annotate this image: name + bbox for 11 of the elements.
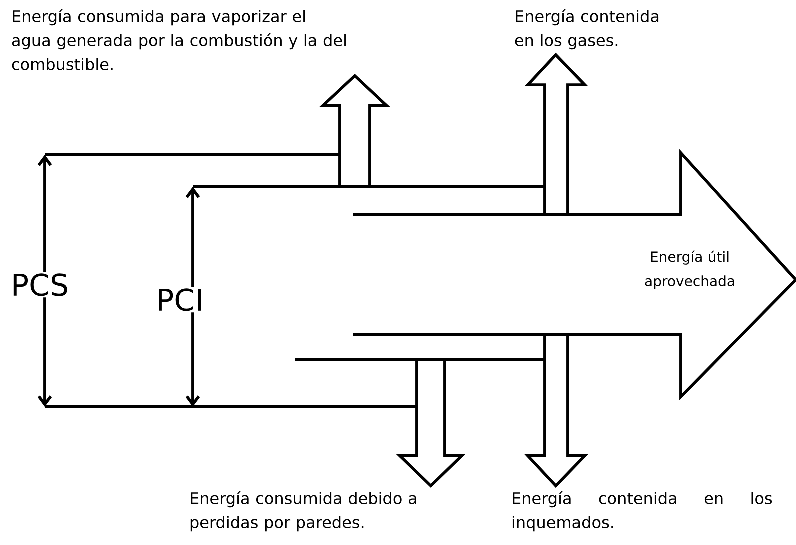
- block-arrow: [319, 74, 391, 188]
- block-arrow: [396, 358, 466, 488]
- dimension-label: PCI: [154, 287, 206, 313]
- dimension-label: PCS: [10, 272, 70, 298]
- energy-text: Energía consumida para vaporizar el agua generada por la combustión y la del combustible.: [12, 9, 346, 70]
- flow-label: Energía útil aprovechada: [645, 250, 734, 290]
- energy-text: Energía consumida debido a perdidas por paredes.: [190, 491, 416, 532]
- block-arrow: [524, 52, 588, 216]
- energy-text: Energía contenida en los inquemados.: [512, 491, 772, 532]
- block-arrow: [524, 334, 588, 488]
- energy-text: Energía contenida en los gases.: [515, 9, 659, 50]
